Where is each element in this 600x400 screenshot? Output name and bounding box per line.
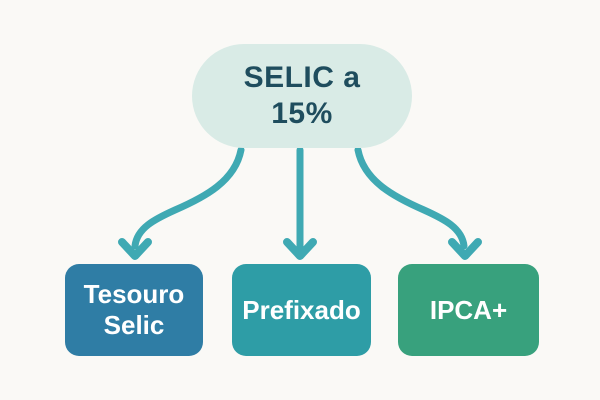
arrow-right bbox=[354, 146, 482, 260]
arrow-center bbox=[283, 146, 317, 260]
arrow-left bbox=[118, 146, 245, 260]
arrow-center-down-arrowhead-icon bbox=[283, 238, 317, 260]
child-node-ipca-label: IPCA+ bbox=[429, 294, 508, 325]
arrow-right-shaft bbox=[354, 146, 468, 250]
child-node-ipca: IPCA+ bbox=[398, 264, 539, 356]
arrow-left-down-arrowhead-icon bbox=[118, 238, 152, 260]
child-node-prefixado: Prefixado bbox=[232, 264, 371, 356]
arrow-left-shaft bbox=[131, 146, 245, 250]
root-node-label: SELIC a 15% bbox=[244, 60, 361, 132]
arrow-right-down-arrowhead-icon bbox=[448, 238, 482, 260]
child-node-tesouro-selic: Tesouro Selic bbox=[65, 264, 203, 356]
root-node-label-line2: 15% bbox=[271, 97, 333, 130]
root-node-label-line1: SELIC a bbox=[243, 61, 361, 94]
child-node-prefixado-label: Prefixado bbox=[242, 294, 361, 325]
child-node-tesouro-selic-label: Tesouro Selic bbox=[83, 279, 185, 340]
root-node-selic: SELIC a 15% bbox=[192, 44, 412, 148]
